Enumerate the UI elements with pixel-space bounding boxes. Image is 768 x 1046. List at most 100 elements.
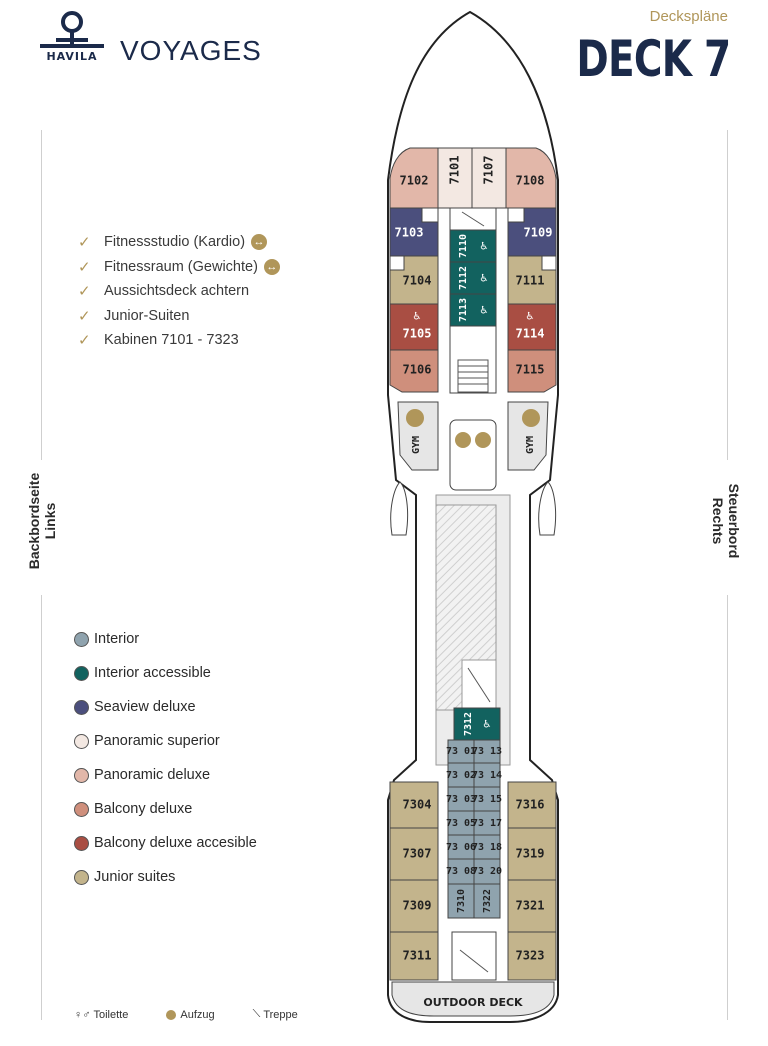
cabin-label: 7105 — [403, 327, 432, 341]
cabin-7110 — [449, 229, 497, 263]
cabin-label: 7103 — [395, 226, 424, 240]
gym-label: GYM — [411, 436, 422, 454]
legend-swatch — [74, 631, 89, 647]
accessible-icon: ♿ — [526, 309, 533, 323]
cabin-7304 — [389, 781, 439, 829]
cabin-7316 — [507, 781, 557, 829]
legend-swatch — [74, 801, 89, 817]
legend-swatch — [74, 665, 89, 681]
stairs-icon — [459, 949, 489, 973]
cabin-label: 7114 — [516, 327, 545, 341]
accessible-icon: ♿ — [480, 271, 487, 285]
legend-item: Balcony deluxe — [74, 792, 257, 826]
cabin-7108 — [505, 147, 557, 209]
elevator-icon — [522, 409, 540, 427]
cabin-label: 7109 — [524, 226, 553, 240]
cabin-label: 7319 — [516, 847, 545, 861]
feature-item: ✓Fitnessraum (Gewichte)↔ — [78, 255, 280, 280]
cabin-label: 7312 — [463, 712, 474, 736]
feature-item: ✓Fitnessstudio (Kardio)↔ — [78, 230, 280, 255]
gym-label: GYM — [525, 436, 536, 454]
check-icon: ✓ — [78, 234, 91, 252]
cabin-7319 — [507, 827, 557, 881]
toilet-icon: ♀♂ — [74, 1008, 91, 1021]
deck-plans-subtitle: Deckspläne — [649, 8, 728, 25]
legend-swatch — [74, 733, 89, 749]
legend-swatch — [74, 699, 89, 715]
interior-grid — [448, 740, 500, 918]
elevator-key: Aufzug — [166, 1008, 215, 1021]
cabin-label: 73 17 — [472, 818, 502, 829]
elevator-icon: ↔ — [263, 258, 280, 275]
cabin-label: 73 14 — [472, 770, 502, 781]
cabin-label: 7111 — [516, 274, 545, 288]
toilet-key: ♀♂Toilette — [74, 1008, 129, 1021]
cabin-label: 7112 — [458, 266, 469, 290]
cabin-label: 73 18 — [472, 842, 502, 853]
cabin-label: 7322 — [482, 889, 493, 913]
accessible-icon: ♿ — [483, 717, 490, 731]
accessible-icon: ♿ — [413, 309, 420, 323]
cabin-label: 7310 — [456, 889, 467, 913]
cabin-label: 7323 — [516, 949, 545, 963]
accessible-icon: ♿ — [480, 239, 487, 253]
cabin-label: 7107 — [482, 156, 496, 185]
stairs-icon — [461, 211, 485, 227]
cabin-label: 7104 — [403, 274, 432, 288]
cabin-7105 — [389, 303, 439, 351]
starboard-divider-bottom — [727, 595, 728, 1020]
cabin-label: 7311 — [403, 949, 432, 963]
port-divider-bottom — [41, 595, 42, 1020]
cabin-label: 73 15 — [472, 794, 502, 805]
cabin-label: 7321 — [516, 899, 545, 913]
elevator-icon — [455, 432, 471, 448]
elevator-icon — [166, 1009, 177, 1020]
cabin-label: 7309 — [403, 899, 432, 913]
cabin-7102 — [389, 147, 439, 209]
legend-item: Interior accessible — [74, 656, 257, 690]
cabin-label: 73 02 — [446, 770, 476, 781]
outdoor-deck — [391, 981, 555, 1017]
cabin-7323 — [507, 931, 557, 981]
elevator-icon: ↔ — [251, 234, 268, 251]
cabin-label: 73 05 — [446, 818, 476, 829]
features-list: ✓Fitnessstudio (Kardio)↔ ✓Fitnessraum (G… — [78, 230, 280, 353]
elevator-icon — [475, 432, 491, 448]
cabin-label: 7307 — [403, 847, 432, 861]
cabin-label: 7304 — [403, 798, 432, 812]
legend-item: Panoramic superior — [74, 724, 257, 758]
elevator-lobby — [449, 419, 497, 491]
outdoor-deck-label: OUTDOOR DECK — [423, 996, 523, 1009]
cabin-7309 — [389, 879, 439, 933]
feature-item: ✓Junior-Suiten — [78, 307, 190, 325]
cabin-label: 7101 — [448, 156, 462, 185]
deck-title: DECK 7 — [576, 30, 731, 88]
legend-item: Balcony deluxe accesible — [74, 826, 257, 860]
cabin-label: 73 08 — [446, 866, 476, 877]
cabin-label: 7316 — [516, 798, 545, 812]
havila-logo — [40, 11, 104, 48]
check-icon: ✓ — [78, 332, 91, 350]
cabin-7113 — [449, 293, 497, 327]
feature-item: ✓Aussichtsdeck achtern — [78, 283, 250, 301]
cabin-legend: Interior Interior accessible Seaview del… — [74, 622, 257, 894]
cabin-label: 73 13 — [472, 746, 502, 757]
cabin-7321 — [507, 879, 557, 933]
logo-wordmark: HAVILA — [46, 50, 98, 63]
stairs-icon — [467, 667, 491, 703]
cabin-7311 — [389, 931, 439, 981]
brand-name: VOYAGES — [120, 35, 262, 66]
starboard-divider-top — [727, 130, 728, 460]
cabin-label: 7102 — [400, 174, 429, 188]
lifeboat-starboard — [538, 481, 557, 536]
legend-item: Interior — [74, 622, 257, 656]
cabin-label: 73 01 — [446, 746, 476, 757]
cabin-label: 7113 — [458, 298, 469, 322]
cabin-label: 7108 — [516, 174, 545, 188]
check-icon: ✓ — [78, 258, 91, 276]
stairs-icon: ⟍ — [252, 1008, 261, 1020]
cabin-label: 7106 — [403, 363, 432, 377]
symbol-key: ♀♂Toilette Aufzug ⟍Treppe — [74, 1008, 336, 1021]
cabin-7312 — [453, 707, 501, 741]
cabin-label: 7115 — [516, 363, 545, 377]
